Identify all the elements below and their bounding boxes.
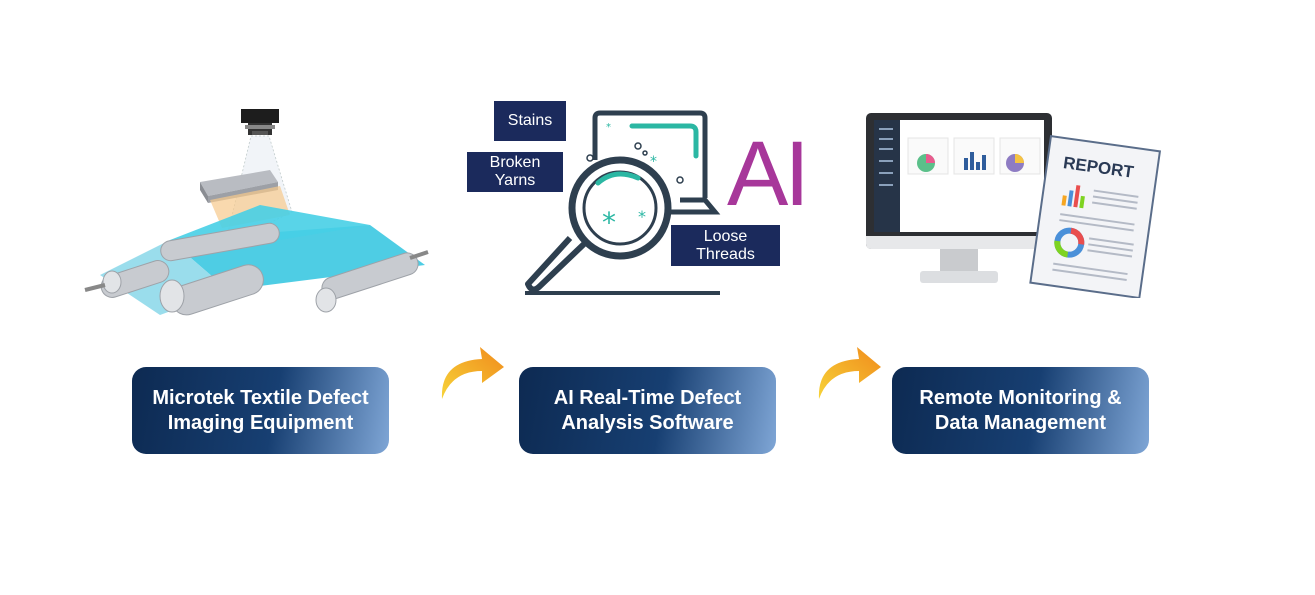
stage-label-line2: Analysis Software	[561, 411, 734, 434]
stage-remote-monitoring: Remote Monitoring & Data Management	[892, 367, 1149, 454]
tag-stains: Stains	[494, 101, 566, 141]
svg-text:*: *	[650, 154, 657, 170]
fabric-roller-machine-illustration	[84, 109, 429, 316]
tag-stains-text: Stains	[507, 112, 553, 129]
svg-text:*: *	[638, 207, 646, 226]
tag-broken-yarns: Broken Yarns	[467, 152, 563, 192]
curved-arrow-icon	[818, 347, 881, 399]
tag-loose-threads-line2: Threads	[696, 245, 755, 263]
machine-vision-camera-icon	[241, 109, 279, 135]
stage-label-line2: Imaging Equipment	[167, 411, 354, 434]
tag-loose-threads-line1: Loose	[703, 227, 748, 245]
monitor-dashboard-illustration: REPORT	[866, 113, 1162, 298]
stage-analysis-software: AI Real-Time Defect Analysis Software	[519, 367, 776, 454]
svg-text:*: *	[602, 206, 616, 239]
stage-label-line1: Microtek Textile Defect	[152, 386, 369, 409]
tag-loose-threads: Loose Threads	[671, 225, 780, 266]
ai-label: AI	[727, 123, 810, 225]
svg-text:*: *	[606, 122, 611, 133]
tag-broken-yarns-line2: Yarns	[494, 172, 536, 189]
tag-broken-yarns-line1: Broken	[489, 154, 541, 171]
curved-arrow-icon	[441, 347, 504, 399]
stage-label-line1: Remote Monitoring &	[919, 386, 1122, 409]
magnifier-laptop-icon: * * * *	[525, 110, 721, 295]
stage-imaging-equipment: Microtek Textile Defect Imaging Equipmen…	[132, 367, 389, 454]
report-document-icon: REPORT	[1029, 134, 1162, 298]
stage-label-line2: Data Management	[934, 411, 1107, 434]
stage-label-line1: AI Real-Time Defect	[553, 386, 742, 409]
